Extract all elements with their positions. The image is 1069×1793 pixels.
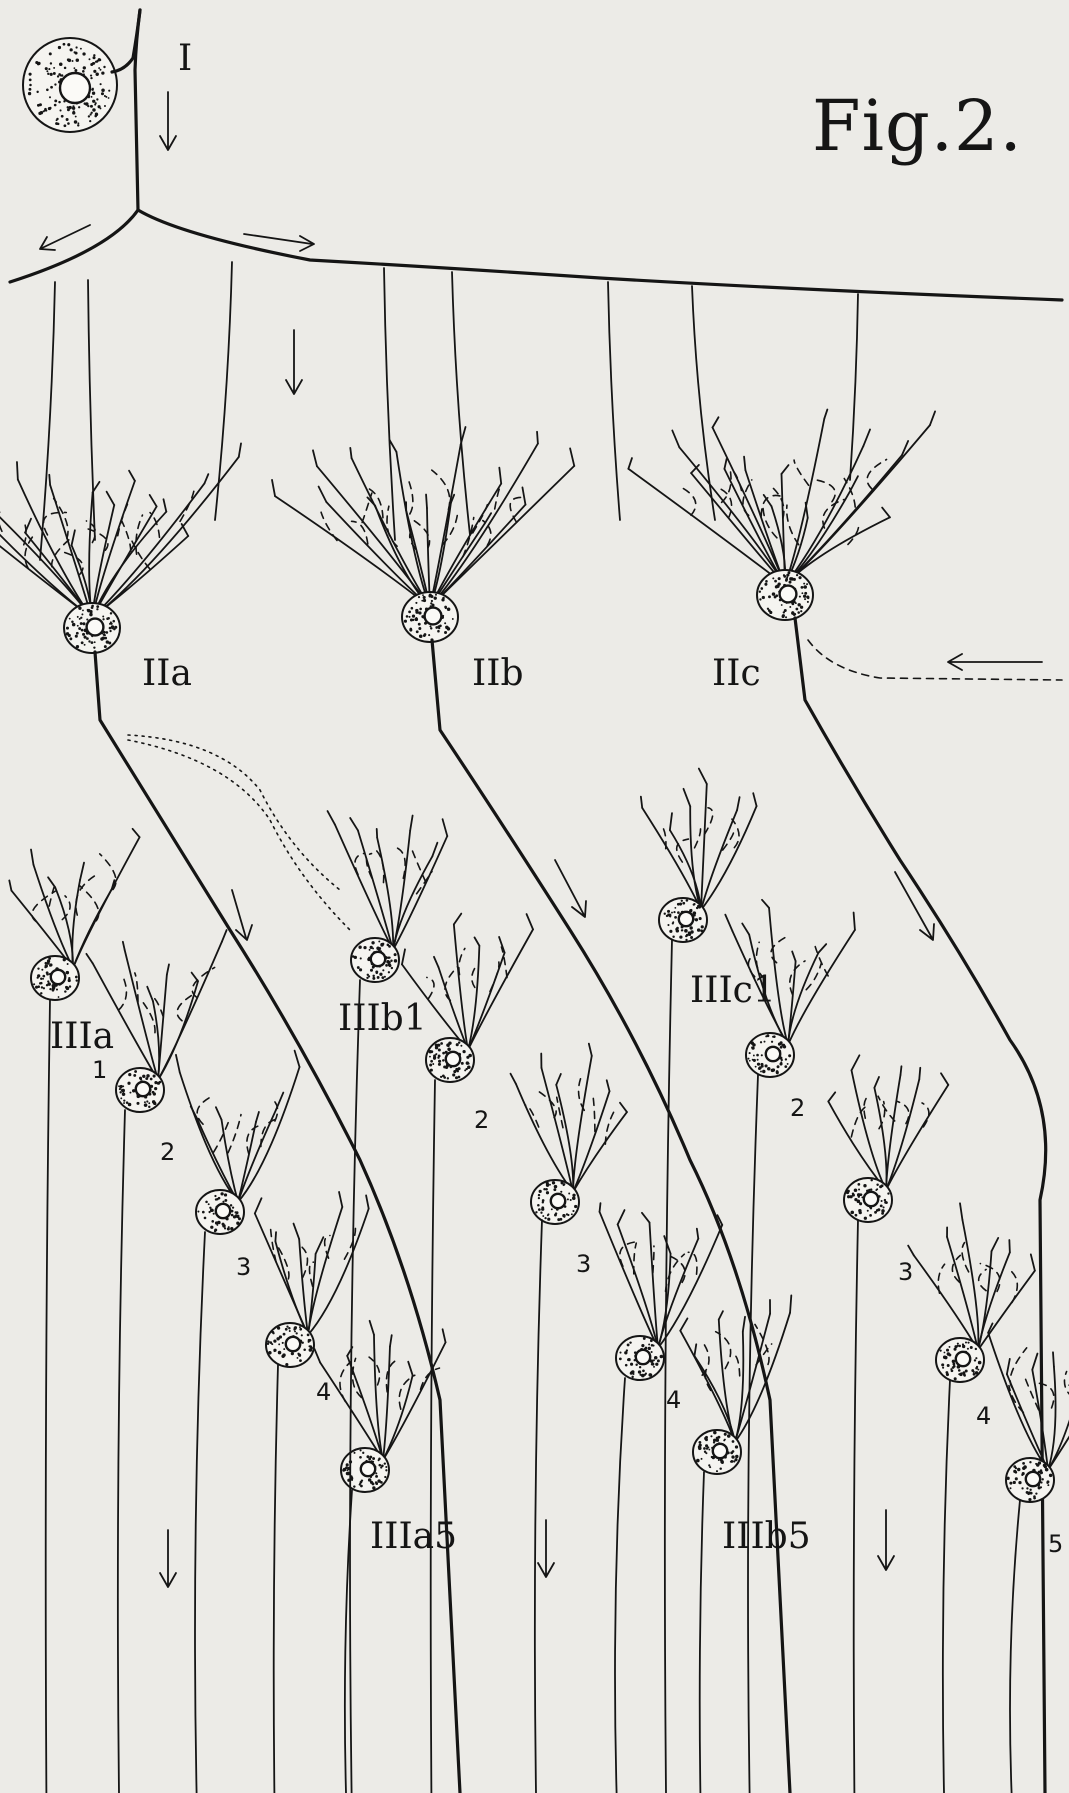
- axon-IIa: [95, 652, 460, 1793]
- number-c4: 4: [976, 1402, 991, 1430]
- soma-IIb: [402, 592, 458, 642]
- soma-IIIb4: [616, 1336, 664, 1380]
- soma-IIIa1: [31, 956, 79, 1000]
- descending-fibre: [943, 1380, 950, 1793]
- soma-IIIc2: [746, 1033, 794, 1077]
- soma-IIIb1: [351, 938, 399, 982]
- dendrites-IIc: [628, 410, 935, 585]
- soma-IIIa3: [196, 1190, 244, 1234]
- axon-IIc: [795, 618, 1046, 1793]
- descending-fibre: [854, 1220, 858, 1793]
- arrow-icon: [160, 92, 176, 150]
- number-c5: 5: [1048, 1530, 1063, 1558]
- soma-IIc: [757, 570, 813, 620]
- arrow-icon: [232, 890, 252, 940]
- descending-fibre: [118, 1110, 125, 1793]
- label-I: I: [178, 38, 192, 79]
- descending-fibre: [1010, 1500, 1020, 1793]
- number-b3: 3: [576, 1250, 591, 1278]
- number-c3: 3: [898, 1258, 913, 1286]
- dendrites-IIIc3: [828, 1055, 948, 1190]
- collateral-fibre: [850, 294, 858, 480]
- dendrites-IIIa1: [9, 829, 139, 968]
- label-IIIb1: IIIb1: [338, 998, 427, 1039]
- collateral-fibre: [384, 268, 395, 540]
- arrow-icon: [40, 225, 90, 250]
- label-IIIa5: IIIa5: [370, 1516, 457, 1557]
- arrow-icon: [160, 1530, 176, 1587]
- arrow-icon: [555, 860, 586, 917]
- soma-IIIc1: [659, 898, 707, 942]
- label-IIIc1: IIIc1: [690, 970, 776, 1011]
- axon-I-left-branch: [10, 210, 138, 282]
- collateral-fibre: [40, 282, 55, 560]
- label-IIIa: IIIa: [50, 1016, 114, 1057]
- soma-IIIb2: [426, 1038, 474, 1082]
- soma-IIIb5: [693, 1430, 741, 1474]
- dendrites-IIIc1: [641, 769, 757, 910]
- descending-fibres: [46, 940, 1020, 1793]
- number-a3: 3: [236, 1253, 251, 1281]
- arrow-icon: [948, 654, 1042, 670]
- collateral-fibre: [692, 286, 715, 520]
- dendrites-IIIb5: [680, 1295, 791, 1442]
- dendrites-IIIc5: [988, 1323, 1069, 1470]
- dendrites-IIIb4: [600, 1203, 723, 1348]
- descending-fibre: [46, 1000, 50, 1793]
- number-b2: 2: [474, 1106, 489, 1134]
- figure-title: Fig.2.: [812, 85, 1023, 167]
- incoming-dashed-fibre: [808, 640, 1062, 680]
- dendrites-IIIc4: [908, 1203, 1035, 1350]
- descending-fibre: [615, 1378, 625, 1793]
- dendrites-IIIa2: [86, 930, 226, 1080]
- number-c2: 2: [790, 1094, 805, 1122]
- soma-IIIc5: [1006, 1458, 1054, 1502]
- soma-IIIc3: [844, 1178, 892, 1222]
- descending-fibre: [195, 1232, 205, 1793]
- collateral-fibre: [608, 282, 620, 520]
- arrow-icon: [286, 330, 302, 394]
- descending-fibre: [535, 1220, 542, 1793]
- descending-fibre: [665, 940, 672, 1793]
- layer-III-cells: [9, 769, 1069, 1502]
- soma-IIIa2: [116, 1068, 164, 1112]
- soma-IIIa5: [341, 1448, 389, 1492]
- axon-I-trunk: [135, 10, 140, 210]
- label-IIa: IIa: [142, 653, 192, 694]
- cell-I-nucleus: [60, 73, 90, 103]
- label-IIIb5: IIIb5: [722, 1516, 811, 1557]
- descending-fibre: [748, 1075, 758, 1793]
- label-IIc: IIc: [712, 653, 761, 694]
- number-b4: 4: [666, 1386, 681, 1414]
- dendrites-IIIa3: [176, 1051, 300, 1202]
- soma-IIIc4: [936, 1338, 984, 1382]
- axon-I-right-branch: [138, 210, 1062, 300]
- label-IIb: IIb: [472, 653, 524, 694]
- number-a4: 4: [316, 1378, 331, 1406]
- number-a2: 2: [160, 1138, 175, 1166]
- dendrites-IIIb3: [511, 1044, 627, 1192]
- arrow-icon: [878, 1510, 894, 1570]
- soma-IIIa4: [266, 1323, 314, 1367]
- collateral-fibre: [215, 262, 232, 520]
- dendrites-IIIb1: [328, 811, 448, 950]
- descending-fibre: [274, 1365, 278, 1793]
- soma-IIa: [64, 603, 120, 653]
- descending-fibre: [431, 1080, 435, 1793]
- descending-fibre: [700, 1472, 704, 1793]
- number-a1: 1: [92, 1056, 107, 1084]
- dendrites-IIa: [0, 443, 241, 618]
- soma-IIIb3: [531, 1180, 579, 1224]
- dotted-collateral: [128, 735, 350, 930]
- arrow-icon: [538, 1520, 554, 1577]
- cell-I: [23, 10, 140, 132]
- arrows: [40, 92, 1042, 1587]
